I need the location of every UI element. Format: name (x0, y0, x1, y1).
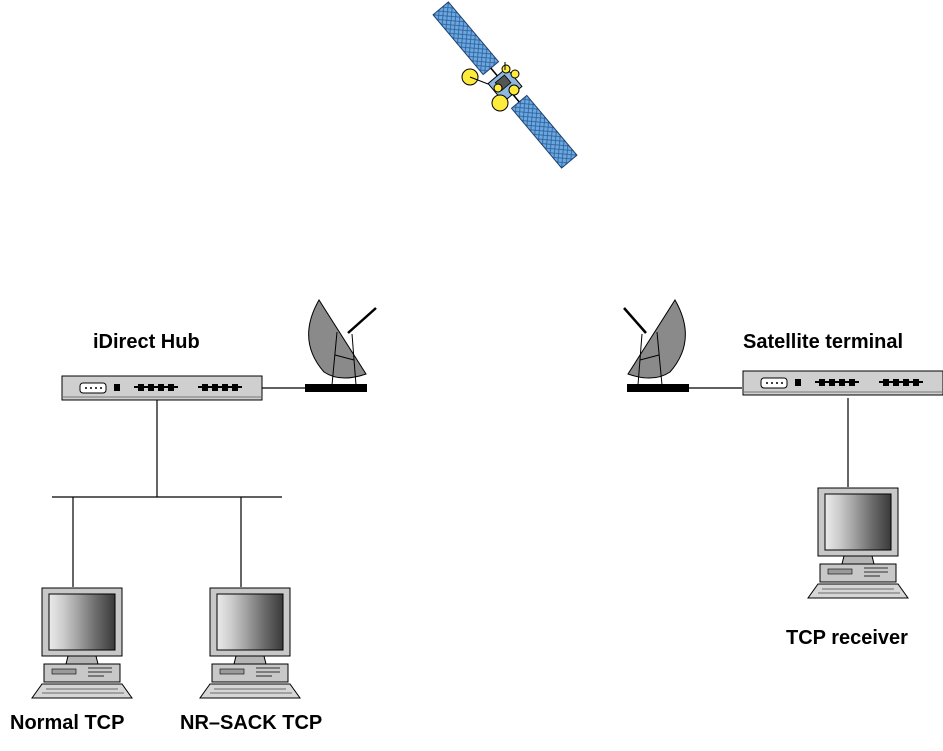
label-nrsack-tcp: NR–SACK TCP (180, 712, 323, 734)
dish-icon-hub (305, 299, 377, 392)
label-normal-tcp: Normal TCP (10, 712, 125, 734)
network-switch-icon-hub (61, 375, 263, 401)
satellite-icon (432, 1, 578, 169)
dish-icon-terminal (623, 299, 689, 392)
label-satellite-terminal: Satellite terminal (743, 331, 904, 353)
computer-icon-nrsack-tcp (199, 587, 301, 699)
network-links (52, 387, 849, 587)
satellite-antennas (461, 62, 520, 112)
computer-icon-normal-tcp (31, 587, 133, 699)
label-idirect-hub: iDirect Hub (93, 331, 200, 353)
label-tcp-receiver: TCP receiver (786, 627, 908, 649)
computer-icon-tcp-receiver (807, 487, 909, 599)
network-switch-icon-terminal (742, 370, 943, 396)
